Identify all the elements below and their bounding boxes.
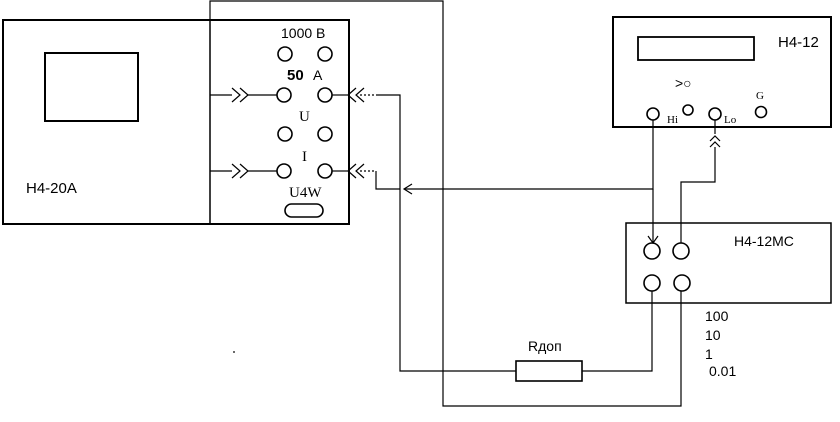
u-output-socket [332,87,376,103]
n4-12-g-terminal [754,105,768,119]
terminal-i-left [276,163,292,179]
n4-12-g-label: G [756,90,764,102]
n4-12ms-terminal-3 [643,274,661,292]
current-limit-value: 50 [287,67,304,84]
range-list: 100 10 1 0.01 [705,308,736,379]
terminal-u-right [317,87,333,103]
terminal-u-left [276,87,292,103]
arrow-to-ms [647,235,659,245]
range-1: 1 [705,346,713,362]
n4-12-hi-label: Hi [667,114,678,126]
wire-outer-loop [209,0,682,407]
resistor-label: Rдоп [528,338,562,354]
internal-u-connector [210,87,277,103]
terminal-mid-right [317,126,333,142]
wire-lo-down [680,147,716,243]
n4-12-lo-label: Lo [724,114,737,126]
range-100: 100 [705,308,729,324]
voltage-limit-label: 1000 В [281,25,325,41]
arrow-to-panel [402,183,413,195]
n4-12-display [637,36,755,61]
range-0-01: 0.01 [709,363,736,379]
u-terminal-label: U [299,109,310,125]
i-output-socket [332,163,376,179]
device-n4-12: Н4-12 >○ Hi Lo G [612,16,832,128]
terminal-i-right [317,163,333,179]
current-limit-unit: А [313,67,323,83]
wire-u-to-resistor [376,94,516,372]
n4-12ms-terminal-4 [673,274,691,292]
terminal-top-left [277,46,293,62]
u4w-label: U4W [289,185,322,201]
terminal-mid-left [277,126,293,142]
terminal-top-right [317,46,333,62]
range-10: 10 [705,327,721,343]
wire-resistor-to-ms [582,291,653,372]
n4-12-lo-terminal [708,107,722,121]
i-terminal-label: I [302,149,307,165]
n4-20a-label: Н4-20А [26,180,77,197]
internal-i-connector [210,163,277,179]
n4-20a-display [44,52,139,122]
wire-hi-to-panel [405,120,654,190]
n4-12ms-terminal-1 [643,242,661,260]
wire-i-line [375,171,400,190]
u4w-switch [284,203,324,218]
lo-plug-connector [709,135,721,148]
n4-12-guard-terminal [682,104,694,116]
n4-12ms-body [625,222,832,304]
stray-dot [233,351,235,353]
device-n4-12ms: Н4-12МС [625,222,832,304]
n4-12ms-label: Н4-12МС [734,233,794,249]
resistor-rdop [515,360,583,382]
n4-12-hi-terminal [646,107,660,121]
n4-12-mode-symbol: >○ [675,75,692,91]
n4-12-label: Н4-12 [778,34,819,51]
n4-12ms-terminal-2 [672,242,690,260]
